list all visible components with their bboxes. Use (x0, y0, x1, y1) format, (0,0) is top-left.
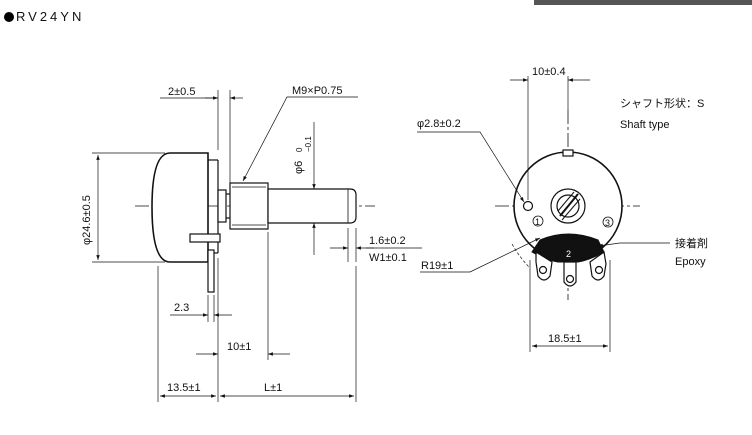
side-terminal (207, 249, 215, 293)
dim-body-diameter: φ24.6±0.5 (81, 195, 93, 245)
dim-thread: M9×P0.75 (292, 85, 342, 97)
threaded-bushing (229, 182, 269, 230)
front-terminals (535, 250, 607, 287)
pot-body (151, 152, 209, 263)
top-tab (562, 149, 574, 157)
dim-terminal-offset: 2.3 (174, 302, 189, 314)
product-title: RV24YN (4, 9, 84, 24)
bullet-icon (4, 12, 14, 22)
terminal-number-3: 3 (605, 218, 610, 228)
locating-pin (522, 200, 534, 212)
dim-mount-hole-spacing: 10±0.4 (532, 66, 566, 78)
dim-nut-thickness: 2±0.5 (168, 86, 195, 98)
dim-shaft-diameter: φ6 (293, 161, 305, 174)
dim-pin-diameter: φ2.8±0.2 (417, 118, 461, 130)
dim-terminal-span: 18.5±1 (548, 333, 582, 345)
dim-slot-width: W1±0.1 (369, 252, 407, 264)
epoxy-label-en: Epoxy (675, 256, 706, 268)
front-view (417, 76, 670, 352)
terminal-number-2: 2 (566, 249, 571, 259)
shaft-type-jp: シャフト形状：S (620, 96, 704, 110)
epoxy-label-jp: 接着剤 (675, 236, 708, 250)
dim-terminal-radius: R19±1 (421, 260, 453, 272)
dim-body-depth: 13.5±1 (167, 382, 201, 394)
model-name: RV24YN (16, 9, 85, 24)
dim-shaft-length: L±1 (264, 382, 282, 394)
mounting-nut (217, 189, 227, 223)
dim-shaft-tol-lower: −0.1 (304, 136, 313, 152)
terminal-number-1: 1 (535, 217, 540, 227)
dim-bushing-length: 10±1 (227, 341, 251, 353)
shaft (267, 188, 357, 224)
dim-shaft-tol-upper: 0 (295, 147, 304, 152)
dim-slot-depth: 1.6±0.2 (369, 235, 406, 247)
window-edge-bar (534, 0, 752, 5)
shaft-type-en: Shaft type (620, 119, 670, 131)
side-view (92, 90, 375, 402)
